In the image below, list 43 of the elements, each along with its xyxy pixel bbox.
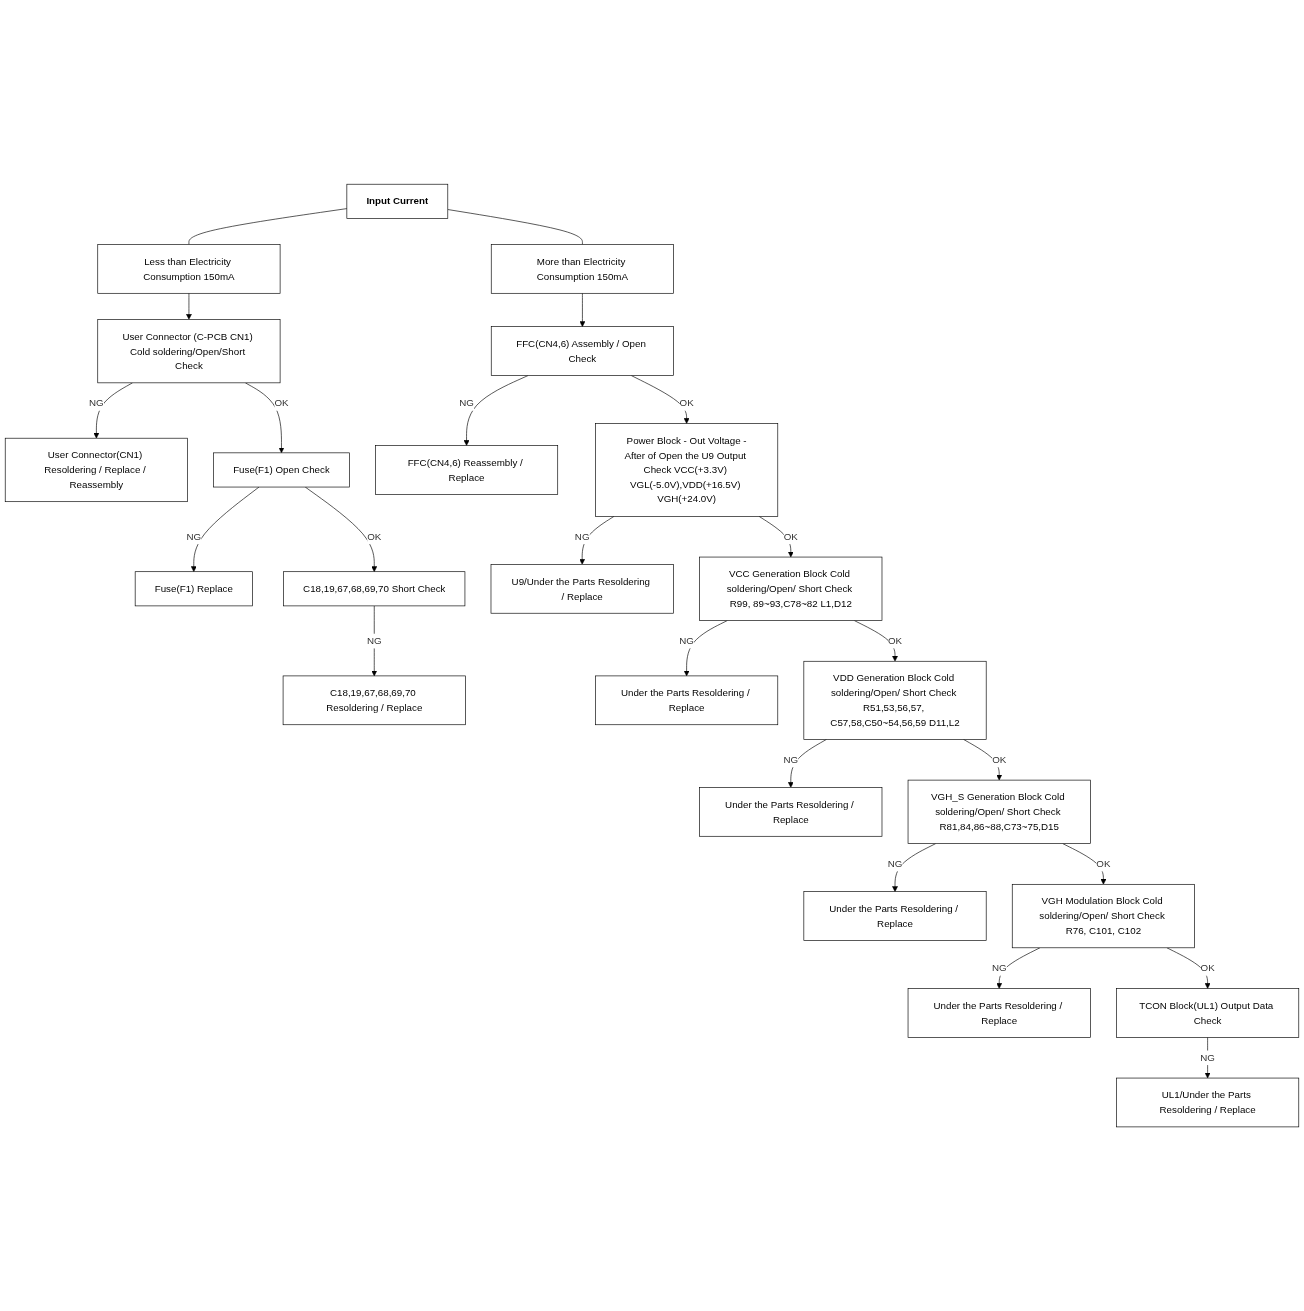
edge-label: OK <box>783 530 798 542</box>
node-box: Power Block - Out Voltage -After of Open the U9 Output Check VCC(+3.3V) VGL(-5.0V),VDD(+16.5V) VGH(+24.0V) <box>595 423 779 517</box>
node-box: Fuse(F1) Replace <box>134 571 253 607</box>
node-box: Input Current <box>346 183 449 219</box>
node-box: Less than Electricity Consumption 150mA <box>97 244 281 294</box>
edge-label: NG <box>459 397 474 409</box>
edge-label: NG <box>89 397 104 409</box>
node-box: VDD Generation Block Cold soldering/Open/ Short Check R51,53,56,57, C57,58,C50~54,56,59 D11,L2 <box>803 660 987 740</box>
node-box: VGH Modulation Block Cold soldering/Open/ Short Check R76, C101, C102 <box>1011 883 1195 949</box>
edge-label: NG <box>887 857 903 869</box>
node-box: User Connector (C-PCB CN1) Cold soldering/Open/Short Check <box>97 318 281 384</box>
node-box: UL1/Under the Parts Resoldering / Replace <box>1116 1077 1300 1128</box>
node-box: Fuse(F1) Open Check <box>213 452 350 488</box>
edge-label: NG <box>366 634 382 646</box>
edge-label: OK <box>1200 962 1215 974</box>
edge-label: NG <box>679 634 694 646</box>
node-box: C18,19,67,68,69,70 Short Check <box>283 571 466 607</box>
edge-label: OK <box>887 634 903 646</box>
node-box: More than Electricity Consumption 150mA <box>490 244 674 294</box>
edge-label: NG <box>574 530 590 542</box>
edge-label: NG <box>783 753 799 765</box>
node-box: Under the Parts Resoldering / Replace <box>699 787 883 837</box>
node-box: FFC(CN4,6) Reassembly / Replace <box>375 445 559 495</box>
connector <box>447 209 583 245</box>
node-box: User Connector(CN1) Resoldering / Replace / Reassembly <box>4 437 188 502</box>
node-box: FFC(CN4,6) Assembly / Open Check <box>490 326 674 376</box>
node-box: VGH_S Generation Block Cold soldering/Open/ Short Check R81,84,86~88,C73~75,D15 <box>907 779 1091 844</box>
edge-label: NG <box>991 962 1007 974</box>
edge-label: NG <box>186 530 202 542</box>
node-box: Under the Parts Resoldering / Replace <box>595 675 779 725</box>
connector <box>188 208 348 245</box>
edge-label: NG <box>1200 1051 1215 1063</box>
node-box: TCON Block(UL1) Output Data Check <box>1116 988 1300 1038</box>
edge-label: OK <box>679 397 694 409</box>
node-box: C18,19,67,68,69,70 Resoldering / Replace <box>282 675 466 725</box>
edge-label: OK <box>992 753 1007 765</box>
edge-label: OK <box>274 397 289 409</box>
node-box: VCC Generation Block Cold soldering/Open/ Short Check R99, 89~93,C78~82 L1,D12 <box>699 556 883 621</box>
node-box: Under the Parts Resoldering / Replace <box>907 988 1091 1038</box>
node-box: Under the Parts Resoldering / Replace <box>803 891 987 941</box>
edge-label: OK <box>1096 857 1111 869</box>
node-box: U9/Under the Parts Resoldering / Replace <box>490 564 674 614</box>
edge-label: OK <box>367 530 382 542</box>
